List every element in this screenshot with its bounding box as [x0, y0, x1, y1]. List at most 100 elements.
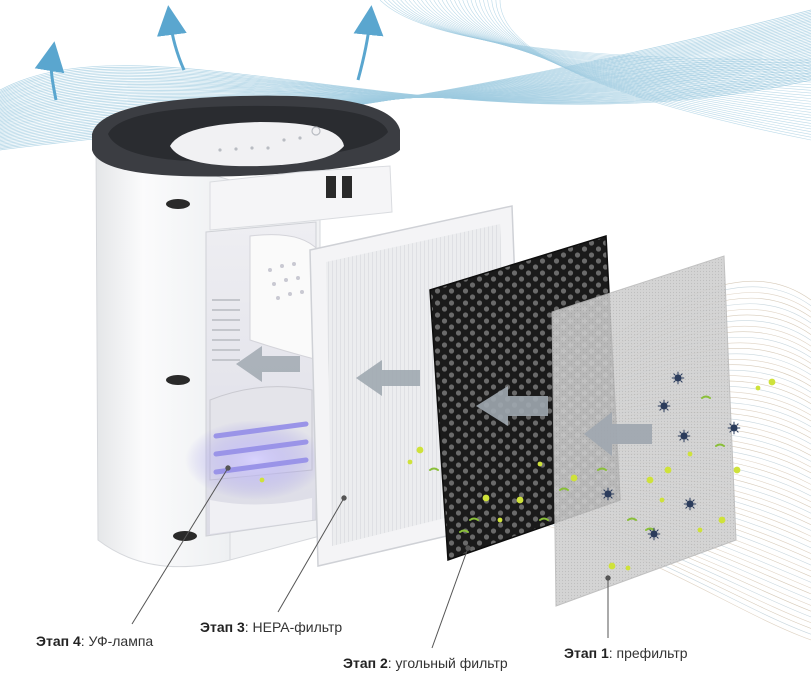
- purifier-body: [92, 95, 400, 568]
- airflow-line: [0, 62, 811, 105]
- uv-lamp-tubes: [213, 421, 309, 475]
- dust-particle: [718, 516, 726, 524]
- flow-arrow-hepa: [356, 360, 420, 396]
- pollen-particle: [429, 467, 439, 471]
- airflow-line: [0, 51, 811, 115]
- airflow-line: [0, 56, 811, 111]
- latch-left: [326, 176, 336, 198]
- microbe-spike: [686, 438, 689, 441]
- leader-line-stage-4: [131, 467, 229, 625]
- microbe-particle: [680, 432, 688, 440]
- dust-particle: [497, 517, 503, 523]
- stage-1-number: Этап 1: [564, 645, 609, 661]
- microbe-spike: [679, 431, 682, 434]
- dust-particle: [537, 461, 543, 467]
- microbe-spike: [656, 529, 659, 532]
- airflow-line: [0, 53, 811, 113]
- airflow-line: [0, 60, 811, 107]
- stage-4-number: Этап 4: [36, 633, 81, 649]
- airflow-line: [0, 65, 811, 105]
- microbe-spike: [673, 373, 676, 376]
- chamber-base: [210, 498, 312, 534]
- microbe-spike: [679, 438, 682, 441]
- microbe-spike: [666, 401, 669, 404]
- fan-housing-vents: [268, 262, 304, 300]
- pollen-particle: [645, 527, 655, 531]
- leader-dot-stage-3: [341, 495, 347, 501]
- dust-particle: [646, 476, 654, 484]
- latch-right: [342, 176, 352, 198]
- outflow-arrow-center: [156, 5, 187, 71]
- pollen-particle: [469, 517, 479, 521]
- stage-1-separator: :: [608, 645, 617, 661]
- outflow-arrow-left: [34, 41, 65, 101]
- pollen-particle: [715, 443, 725, 447]
- dust-particle: [687, 451, 693, 457]
- pollen-particle: [627, 517, 637, 521]
- dust-particle: [733, 466, 741, 474]
- dust-particle: [659, 497, 665, 503]
- uv-glow: [185, 420, 325, 500]
- microbe-spike: [685, 506, 688, 509]
- flow-arrow-prefilter: [584, 412, 652, 456]
- leader-lines: [131, 465, 611, 649]
- flow-arrow-carbon: [476, 386, 548, 426]
- dust-particle: [259, 477, 265, 483]
- microbe-spike: [666, 408, 669, 411]
- leader-line-stage-2: [431, 547, 469, 649]
- motor-fins: [212, 299, 240, 361]
- leader-line-stage-3: [277, 497, 345, 613]
- microbe-spike: [729, 423, 732, 426]
- dust-particle: [768, 378, 776, 386]
- leader-dot-stage-2: [465, 545, 471, 551]
- microbe-particle: [604, 490, 612, 498]
- stage-3-name: HEPA-фильтр: [252, 619, 343, 635]
- dust-particle: [407, 459, 413, 465]
- dust-particle: [664, 466, 672, 474]
- microbe-spike: [610, 496, 613, 499]
- stage-2-separator: :: [387, 655, 396, 671]
- airflow-line: [499, 0, 811, 141]
- microbe-spike: [603, 489, 606, 492]
- microbe-particle: [650, 530, 658, 538]
- microbe-spike: [680, 380, 683, 383]
- microbe-spike: [685, 499, 688, 502]
- dust-particle: [570, 474, 578, 482]
- outflow-arrows: [34, 5, 384, 101]
- microbe-spike: [656, 536, 659, 539]
- stage-1-label: Этап 1: префильтр: [564, 645, 688, 661]
- dust-particle: [516, 496, 524, 504]
- airflow-line: [0, 57, 811, 109]
- microbe-spike: [659, 408, 662, 411]
- stage-3-separator: :: [244, 619, 253, 635]
- stage-4-separator: :: [80, 633, 89, 649]
- microbe-spike: [692, 506, 695, 509]
- stage-3-number: Этап 3: [200, 619, 245, 635]
- flow-arrow-interior: [236, 346, 300, 382]
- airflow-line: [0, 65, 811, 103]
- microbe-spike: [603, 496, 606, 499]
- pollen-particle: [701, 395, 711, 399]
- control-panel-dots: [218, 126, 321, 152]
- airflow-line: [0, 70, 811, 103]
- dust-particle: [416, 446, 424, 454]
- airborne-particles: [259, 371, 776, 571]
- microbe-spike: [680, 373, 683, 376]
- outflow-arrow-right: [353, 5, 384, 81]
- microbe-spike: [673, 380, 676, 383]
- microbe-particle: [674, 374, 682, 382]
- dust-particle: [755, 385, 761, 391]
- stage-4-label: Этап 4: УФ-лампа: [36, 633, 153, 649]
- microbe-spike: [610, 489, 613, 492]
- stage-3-label: Этап 3: HEPA-фильтр: [200, 619, 342, 635]
- control-panel: [170, 122, 344, 167]
- airflow-line: [0, 70, 811, 101]
- side-slot-middle: [166, 375, 190, 385]
- microbe-particle: [686, 500, 694, 508]
- microbe-spike: [649, 536, 652, 539]
- pollen-particle: [559, 487, 569, 491]
- fan-housing: [249, 234, 319, 361]
- microbe-spike: [736, 430, 739, 433]
- pollen-particle: [459, 529, 469, 533]
